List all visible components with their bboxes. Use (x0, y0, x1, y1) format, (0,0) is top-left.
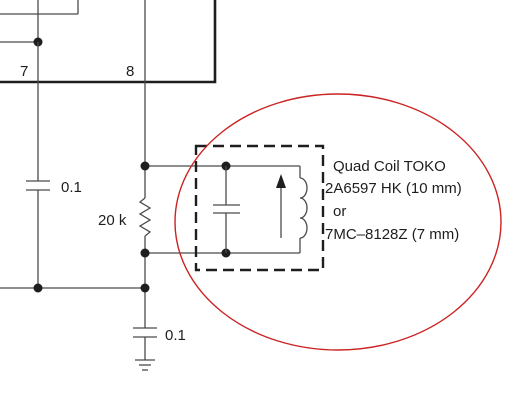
capacitor-bottom-value: 0.1 (165, 327, 186, 344)
junction-dot (140, 283, 150, 293)
highlight-ellipse (174, 93, 502, 351)
coil-annotation-line4: 7MC–8128Z (7 mm) (325, 226, 459, 243)
coil-annotation-line3: or (333, 203, 346, 220)
inductor-coil (299, 177, 308, 239)
junction-dot (33, 283, 43, 293)
ground-icon (135, 359, 155, 371)
capacitor-left-value: 0.1 (61, 179, 82, 196)
quad-coil-shield (194, 144, 325, 272)
pin-7-label: 7 (20, 63, 28, 80)
tuning-arrow-head (276, 174, 286, 188)
coil-annotation-line2: 2A6597 HK (10 mm) (325, 180, 462, 197)
junction-dot (140, 248, 150, 258)
coil-annotation-line1: Quad Coil TOKO (333, 158, 446, 175)
junction-dot (140, 161, 150, 171)
ic-package-outline (0, 0, 217, 84)
resistor-20k (138, 197, 152, 237)
pin-8-label: 8 (126, 63, 134, 80)
resistor-value: 20 k (98, 212, 127, 229)
